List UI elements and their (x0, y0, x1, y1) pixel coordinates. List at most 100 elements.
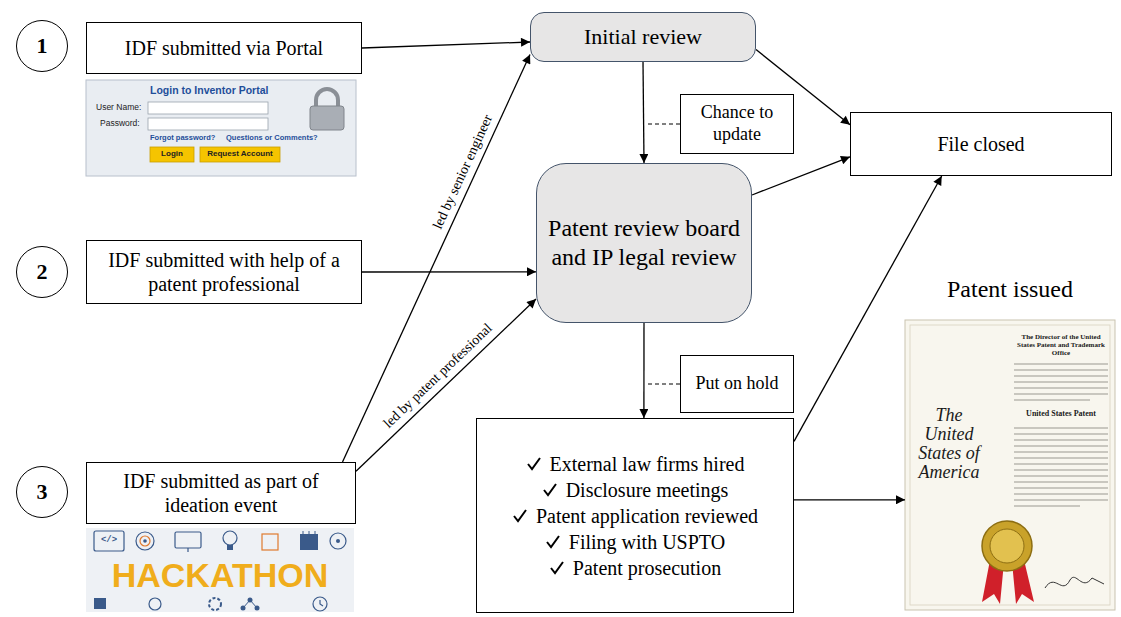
check-mark (526, 456, 542, 472)
box-text: IDF submitted with help of a patent prof… (97, 248, 351, 296)
picture-label: HACKATHON (86, 556, 354, 595)
picture-part (1014, 493, 1108, 494)
flow-arrow (643, 62, 644, 163)
picture-label: Forgot password? (150, 134, 215, 143)
picture-part (309, 531, 310, 534)
checklist-box: External law firms hiredDisclosure meeti… (476, 418, 794, 613)
box-text: IDF submitted as part of ideation event (97, 469, 345, 517)
picture-part (905, 320, 1115, 610)
check-mark (549, 560, 565, 576)
callout-number: 3 (37, 479, 48, 505)
check-mark-stroke (514, 510, 526, 521)
picture-part (648, 124, 680, 125)
picture-part (1014, 457, 1108, 458)
picture-part (86, 528, 354, 612)
checklist-text: Filing with USPTO (569, 529, 725, 555)
callout-number: 1 (37, 33, 48, 59)
picture-part (94, 598, 106, 609)
picture-part (209, 598, 221, 610)
process-box: IDF submitted via Portal (86, 22, 362, 74)
patent-certificate (905, 320, 1115, 610)
process-box: IDF submitted with help of a patent prof… (86, 240, 362, 304)
step-number: 3 (16, 466, 68, 518)
picture-part (1014, 381, 1108, 382)
picture-part (648, 384, 680, 385)
picture-part (187, 548, 188, 552)
picture-part (330, 533, 346, 549)
flow-arrow (794, 176, 942, 441)
picture-part (1014, 427, 1108, 428)
picture-part (1014, 475, 1108, 476)
flow-arrow (643, 323, 644, 418)
flow-arrow (752, 157, 850, 195)
hackathon-picture (86, 528, 354, 612)
picture-part (982, 521, 1032, 571)
picture-part (243, 600, 250, 608)
picture-part (1014, 505, 1080, 506)
picture-part (223, 531, 237, 545)
picture-part (1014, 439, 1108, 440)
box-text: Put on hold (695, 373, 778, 395)
picture-part (303, 531, 304, 534)
checklist-item: Disclosure meetings (542, 477, 729, 503)
picture-part (315, 531, 316, 534)
picture-part (1014, 364, 1108, 506)
certificate-heading: Patent issued (905, 276, 1115, 303)
flow-arrow (362, 271, 536, 273)
check-mark (545, 534, 561, 550)
review-box: Patent review board and IP legal review (536, 163, 752, 323)
picture-label: Password: (100, 119, 140, 129)
check-mark-stroke (551, 562, 563, 573)
checklist-item: External law firms hired (526, 451, 745, 477)
picture-part (1045, 577, 1104, 588)
picture-label: Request Account (200, 149, 280, 158)
box-text: Initial review (584, 24, 702, 50)
picture-label: The United States of America (912, 406, 986, 482)
flow-arrow (343, 55, 531, 463)
picture-part (148, 118, 268, 130)
picture-part (149, 598, 161, 610)
callout-number: 2 (37, 259, 48, 285)
picture-part (1014, 481, 1108, 482)
box-text: File closed (937, 132, 1024, 156)
note-box: Chance to update (680, 94, 794, 154)
check-mark-stroke (528, 458, 540, 469)
picture-part (910, 325, 1110, 605)
picture-part (1014, 451, 1108, 452)
picture-part (1014, 399, 1090, 400)
picture-part (140, 536, 150, 546)
process-box: IDF submitted as part of ideation event (86, 462, 356, 524)
checklist-text: Patent application reviewed (536, 503, 758, 529)
picture-part (1014, 369, 1108, 370)
picture-label: Questions or Comments? (226, 134, 318, 143)
step-number: 1 (16, 20, 68, 72)
picture-label: User Name: (96, 103, 141, 113)
picture-label: United States Patent (1012, 410, 1110, 419)
edge-label: led by senior engineer (430, 112, 496, 231)
picture-part (313, 597, 327, 611)
picture-part (136, 532, 154, 550)
picture-part (175, 532, 201, 548)
box-text: Patent review board and IP legal review (547, 214, 741, 272)
check-mark (542, 482, 558, 498)
picture-part (336, 539, 340, 543)
picture-part (1014, 499, 1108, 500)
picture-label: Login to Inventor Portal (150, 84, 268, 96)
picture-part (1014, 445, 1108, 446)
picture-part (1014, 375, 1108, 376)
edge-label: led by patent professional (380, 321, 495, 432)
box-text: Chance to update (691, 102, 783, 145)
check-mark-stroke (544, 484, 556, 495)
picture-part (1014, 387, 1108, 388)
picture-part (1014, 487, 1108, 488)
picture-part (143, 539, 147, 543)
note-box: Put on hold (680, 355, 794, 413)
box-text: IDF submitted via Portal (125, 36, 323, 60)
picture-part (86, 80, 356, 176)
picture-part (320, 600, 323, 606)
picture-part (1014, 393, 1108, 394)
picture-part (94, 531, 124, 551)
picture-part (262, 534, 278, 550)
step-number: 2 (16, 246, 68, 298)
